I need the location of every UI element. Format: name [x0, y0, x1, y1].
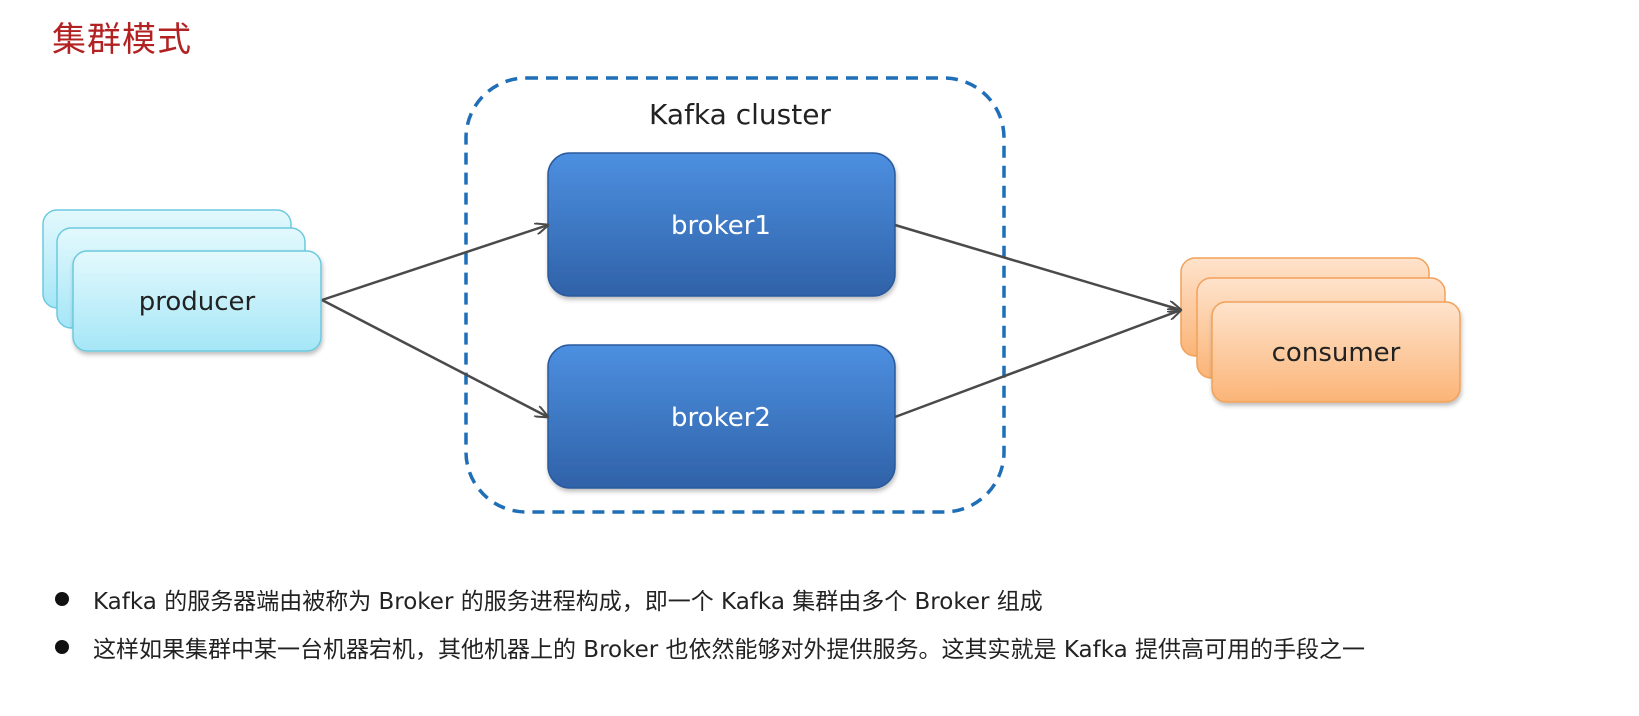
broker2-node: broker2: [547, 344, 896, 489]
kafka-cluster-diagram: Kafka cluster producer broker1 broker2 c…: [42, 76, 1461, 514]
consumer-stack: consumer: [1180, 257, 1461, 403]
page-title: 集群模式: [52, 20, 192, 60]
cluster-boundary: [464, 76, 1006, 514]
bullet-item: 这样如果集群中某一台机器宕机，其他机器上的 Broker 也依然能够对外提供服务…: [55, 623, 1615, 671]
producer-stack: producer: [42, 209, 322, 352]
arrow-producer-to-broker1: [321, 225, 548, 302]
broker1-node: broker1: [547, 152, 896, 297]
consumer-label: consumer: [1272, 338, 1401, 368]
bullet-text: Kafka 的服务器端由被称为 Broker 的服务进程构成，即一个 Kafka…: [93, 589, 1043, 615]
bullet-text: 这样如果集群中某一台机器宕机，其他机器上的 Broker 也依然能够对外提供服务…: [93, 637, 1366, 663]
bullet-dot-icon: [55, 640, 69, 654]
arrow-producer-to-broker2: [321, 298, 548, 417]
bullet-item: Kafka 的服务器端由被称为 Broker 的服务进程构成，即一个 Kafka…: [55, 575, 1615, 623]
consumer-box-front: [1211, 301, 1461, 403]
arrow-broker1-to-consumer: [894, 223, 1181, 310]
broker2-label: broker2: [671, 403, 771, 433]
broker1-label: broker1: [671, 211, 771, 241]
bullet-list: Kafka 的服务器端由被称为 Broker 的服务进程构成，即一个 Kafka…: [55, 575, 1615, 671]
bullet-dot-icon: [55, 592, 69, 606]
producer-label: producer: [139, 287, 256, 317]
producer-box-front: [72, 250, 322, 352]
cluster-label: Kafka cluster: [649, 98, 831, 131]
arrow-broker2-to-consumer: [894, 310, 1181, 419]
